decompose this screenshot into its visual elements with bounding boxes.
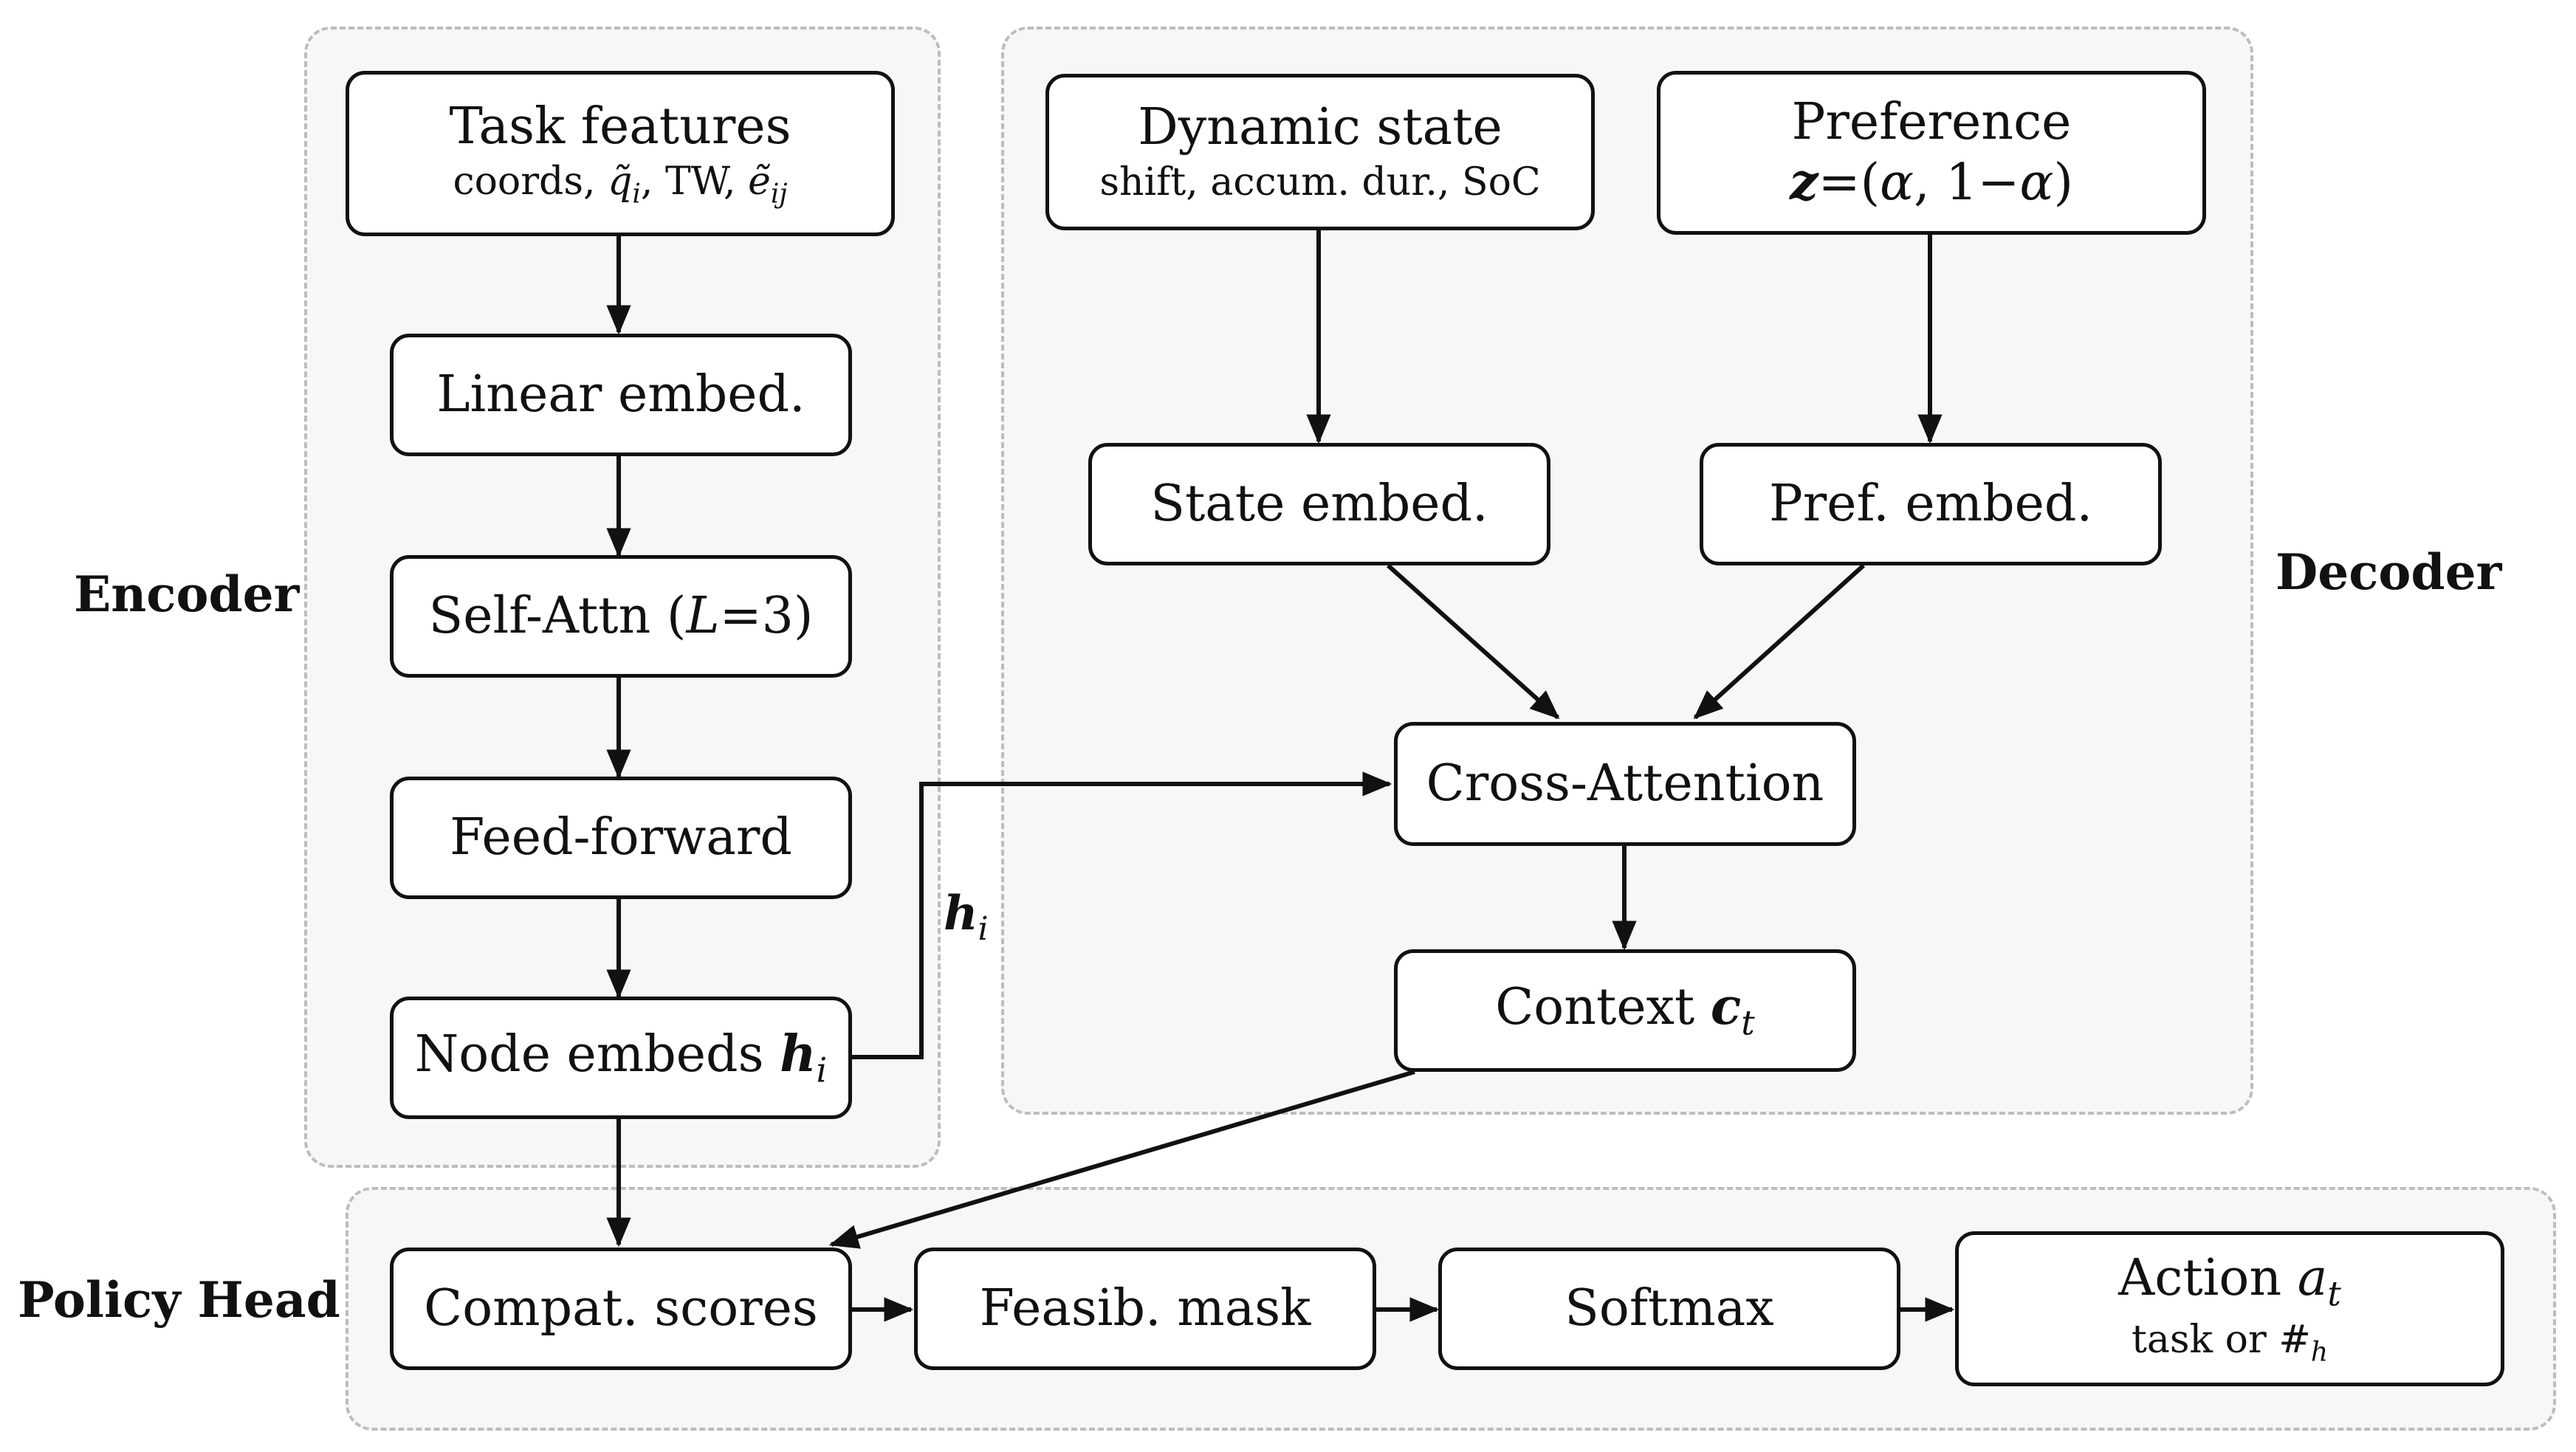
cross-attention-title: Cross-Attention: [1426, 754, 1824, 813]
decoder-label: Decoder: [2276, 543, 2502, 601]
self-attn-var: L: [686, 586, 720, 645]
e-index: ij: [770, 179, 788, 210]
dynamic-state-title: Dynamic state: [1138, 98, 1502, 156]
pref-embed-title: Pref. embed.: [1768, 474, 2093, 533]
preference-formula-b: , 1−: [1914, 153, 2020, 212]
softmax-node: Softmax: [1438, 1248, 1900, 1370]
pref-embed-node: Pref. embed.: [1700, 443, 2162, 565]
self-attn-prefix: Self-Attn (: [428, 586, 687, 645]
preference-alpha-2: α: [2019, 153, 2054, 212]
e-symbol: ẽ: [748, 159, 771, 204]
context-idx: t: [1741, 1002, 1755, 1043]
node-embeds-node: Node embeds hi: [390, 997, 852, 1119]
action-subtitle: task or #h: [2132, 1318, 2328, 1368]
preference-formula-a: =(: [1818, 153, 1881, 212]
edge-prefembed-to-cross: [1693, 563, 1866, 720]
linear-embed-node: Linear embed.: [390, 334, 852, 456]
preference-formula: z=(α, 1−α): [1790, 152, 2073, 212]
self-attn-title: Self-Attn (L=3): [428, 586, 814, 645]
task-features-node: Task features coords, q̃i, TW, ẽij: [346, 71, 895, 236]
preference-node: Preference z=(α, 1−α): [1657, 71, 2206, 235]
policy-head-label: Policy Head: [18, 1271, 340, 1329]
edge-state-to-cross: [1386, 563, 1560, 720]
node-embeds-prefix: Node embeds: [414, 1025, 780, 1084]
linear-embed-title: Linear embed.: [436, 365, 806, 424]
compat-scores-title: Compat. scores: [424, 1279, 818, 1338]
hi-edge-label: hi: [944, 886, 989, 948]
context-prefix: Context: [1495, 978, 1711, 1037]
preference-alpha-1: α: [1880, 153, 1914, 212]
hi-idx: i: [978, 909, 989, 948]
softmax-title: Softmax: [1565, 1279, 1774, 1338]
self-attn-suffix: =3): [719, 586, 814, 645]
state-embed-node: State embed.: [1088, 443, 1550, 565]
feasib-mask-title: Feasib. mask: [979, 1279, 1311, 1338]
encoder-label: Encoder: [74, 565, 300, 623]
feed-forward-title: Feed-forward: [450, 808, 792, 867]
action-var: a: [2297, 1249, 2328, 1308]
node-embeds-var: h: [780, 1025, 817, 1084]
action-sub-prefix: task or #: [2131, 1317, 2311, 1362]
task-features-subtitle: coords, q̃i, TW, ẽij: [453, 159, 788, 210]
context-node: Context ct: [1394, 949, 1856, 1072]
preference-z: z: [1790, 152, 1818, 212]
q-symbol: q̃: [608, 159, 633, 204]
action-node: Action at task or #h: [1955, 1231, 2504, 1386]
context-var: c: [1710, 977, 1742, 1037]
task-features-sub-mid: , TW,: [640, 159, 749, 204]
node-embeds-idx: i: [816, 1050, 828, 1090]
dynamic-state-subtitle: shift, accum. dur., SoC: [1099, 160, 1541, 205]
self-attn-node: Self-Attn (L=3): [390, 555, 852, 678]
feed-forward-node: Feed-forward: [390, 777, 852, 899]
hi-var: h: [944, 886, 978, 941]
action-idx: t: [2327, 1273, 2341, 1314]
node-embeds-title: Node embeds hi: [415, 1025, 828, 1090]
action-prefix: Action: [2118, 1249, 2298, 1308]
state-embed-title: State embed.: [1150, 474, 1488, 533]
preference-title: Preference: [1791, 93, 2072, 152]
edge-context-to-compat: [828, 1070, 1415, 1249]
action-sub-idx: h: [2310, 1337, 2329, 1368]
task-features-sub-prefix: coords,: [453, 159, 608, 204]
task-features-title: Task features: [449, 97, 791, 156]
action-title: Action at: [2118, 1249, 2341, 1314]
dynamic-state-node: Dynamic state shift, accum. dur., SoC: [1045, 74, 1595, 230]
edge-node-to-cross: [852, 771, 1392, 1059]
compat-scores-node: Compat. scores: [390, 1248, 852, 1370]
feasib-mask-node: Feasib. mask: [914, 1248, 1376, 1370]
q-index: i: [632, 179, 641, 210]
preference-formula-c: ): [2053, 153, 2073, 212]
context-title: Context ct: [1495, 978, 1755, 1042]
cross-attention-node: Cross-Attention: [1394, 722, 1856, 846]
